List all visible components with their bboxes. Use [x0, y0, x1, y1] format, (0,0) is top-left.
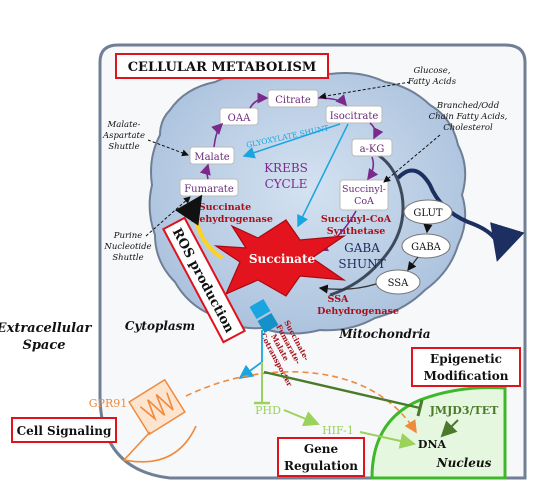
dna-label: DNA — [418, 438, 447, 451]
annotations: Glucose, Fatty Acids Branched/Odd Chain … — [102, 66, 508, 263]
nucleus — [370, 386, 507, 480]
enzyme-scs-2: Synthetase — [327, 226, 386, 237]
phd-label: PHD — [255, 404, 281, 417]
gaba-node — [401, 233, 451, 259]
node-akg-box — [351, 138, 393, 157]
ssa-label: SSA — [388, 278, 410, 289]
gpr91-loop — [122, 425, 197, 463]
succinate-label: Succinate — [249, 252, 316, 266]
title: CELLULAR METABOLISM — [128, 60, 317, 75]
arrow-fumarate-malate — [199, 163, 211, 180]
anno-malate-asp-3: Shuttle — [108, 142, 139, 152]
label-cytoplasm: Cytoplasm — [125, 319, 195, 333]
jmjd3-label: JMJD3/TET — [429, 404, 499, 417]
gpr91-label: GPR91 — [89, 397, 127, 410]
gene-regulation-2: Regulation — [284, 459, 358, 473]
anno-branched-2: Chain Fatty Acids, — [429, 112, 508, 122]
label-extracellular-2: Space — [22, 338, 65, 353]
ssa-node — [375, 269, 421, 295]
leader-branched — [383, 134, 441, 183]
jmjd3-dna-arrow — [440, 419, 459, 438]
phd-hif1-arrow — [283, 409, 320, 427]
gpr91-dna-dashed — [185, 371, 417, 434]
node-malate-box — [189, 146, 235, 165]
leader-malate-asp — [147, 139, 189, 157]
transporter — [249, 298, 279, 334]
cell-signaling-box — [11, 417, 117, 443]
krebs-intermediates: Citrate OAA Isocitrate a-KG Malate Fumar… — [179, 89, 393, 211]
enzyme-ssa-dh-1: SSA — [328, 294, 350, 305]
succinate-star — [213, 219, 347, 297]
hif1-label: HIF-1 — [322, 424, 354, 437]
krebs-arrows — [199, 92, 384, 181]
glut-gaba-arrow — [423, 223, 433, 234]
node-succinyl-coa-line2: CoA — [354, 196, 374, 207]
krebs-label-2: CYCLE — [265, 177, 308, 191]
gaba-shunt-label-2: SHUNT — [338, 257, 385, 271]
node-malate: Malate — [194, 152, 229, 163]
epigenetic-2: Modification — [424, 369, 509, 383]
mitochondrion — [148, 69, 467, 335]
glyoxylate-shunt-arrow — [242, 123, 341, 159]
node-akg: a-KG — [360, 144, 385, 155]
label-nucleus: Nucleus — [436, 456, 492, 470]
anno-purine-1: Purine — [113, 231, 142, 241]
arrow-akg-succinylcoa — [367, 156, 379, 181]
ssa-succinate-arrow — [318, 283, 377, 294]
gaba-label: GABA — [411, 242, 442, 253]
node-isocitrate: Isocitrate — [330, 111, 379, 122]
node-fumarate: Fumarate — [184, 184, 234, 195]
isocitrate-succinate-arrow — [297, 123, 349, 228]
epigenetic-1: Epigenetic — [430, 352, 502, 366]
succinate-jmjd3-inhibit — [263, 370, 421, 410]
node-succinyl-coa-box — [339, 179, 389, 211]
krebs-label-1: KREBS — [264, 161, 308, 175]
epigenetic-box — [411, 347, 521, 387]
enzyme-ssa-dh-2: Dehydrogenase — [317, 306, 399, 317]
anno-branched-3: Cholesterol — [443, 123, 493, 133]
anno-purine-3: Shuttle — [112, 253, 143, 263]
anno-glucose-2: Fatty Acids — [407, 77, 457, 87]
gene-regulation-box — [277, 437, 365, 477]
hif1-dna-arrow — [359, 431, 416, 449]
node-citrate: Citrate — [275, 95, 311, 106]
node-oaa: OAA — [228, 113, 251, 124]
gaba-ssa-arrow — [407, 256, 419, 272]
anno-malate-asp-2: Aspartate — [102, 131, 145, 141]
leader-glucose — [319, 81, 411, 100]
label-extracellular-1: Extracellular — [0, 321, 92, 336]
cell-signaling-label: Cell Signaling — [17, 424, 112, 438]
node-fumarate-box — [179, 178, 239, 197]
enzyme-sdh-2: Dehydrogenase — [191, 214, 273, 225]
succinate-fumarate-arc — [175, 194, 224, 260]
anno-glucose-1: Glucose, — [414, 66, 451, 76]
anno-malate-asp-1: Malate- — [107, 120, 141, 130]
arrow-isocitrate-akg — [369, 122, 384, 140]
title-box — [115, 53, 329, 79]
anno-branched-1: Branched/Odd — [436, 101, 500, 111]
leader-purine — [145, 196, 191, 237]
mito-inner-contour — [329, 148, 405, 297]
gpr91-receptor — [128, 378, 186, 436]
enzyme-sdh-1: Succinate — [199, 202, 251, 213]
gaba-shunt-label-1: GABA — [344, 241, 380, 255]
jmjd3-inhibit-bar — [416, 399, 424, 417]
node-isocitrate-box — [325, 105, 383, 124]
anno-purine-2: Nucleotide — [103, 242, 151, 252]
glut-label: GLUT — [413, 208, 443, 219]
arrow-oaa-citrate — [249, 92, 269, 109]
gene-regulation-1: Gene — [304, 442, 339, 456]
node-succinyl-coa-line1: Succinyl- — [342, 184, 386, 195]
arrow-malate-oaa — [211, 122, 224, 148]
node-oaa-box — [219, 107, 259, 126]
enzyme-scs-1: Succinyl-CoA — [321, 214, 392, 225]
label-mitochondria: Mitochondria — [338, 327, 430, 341]
